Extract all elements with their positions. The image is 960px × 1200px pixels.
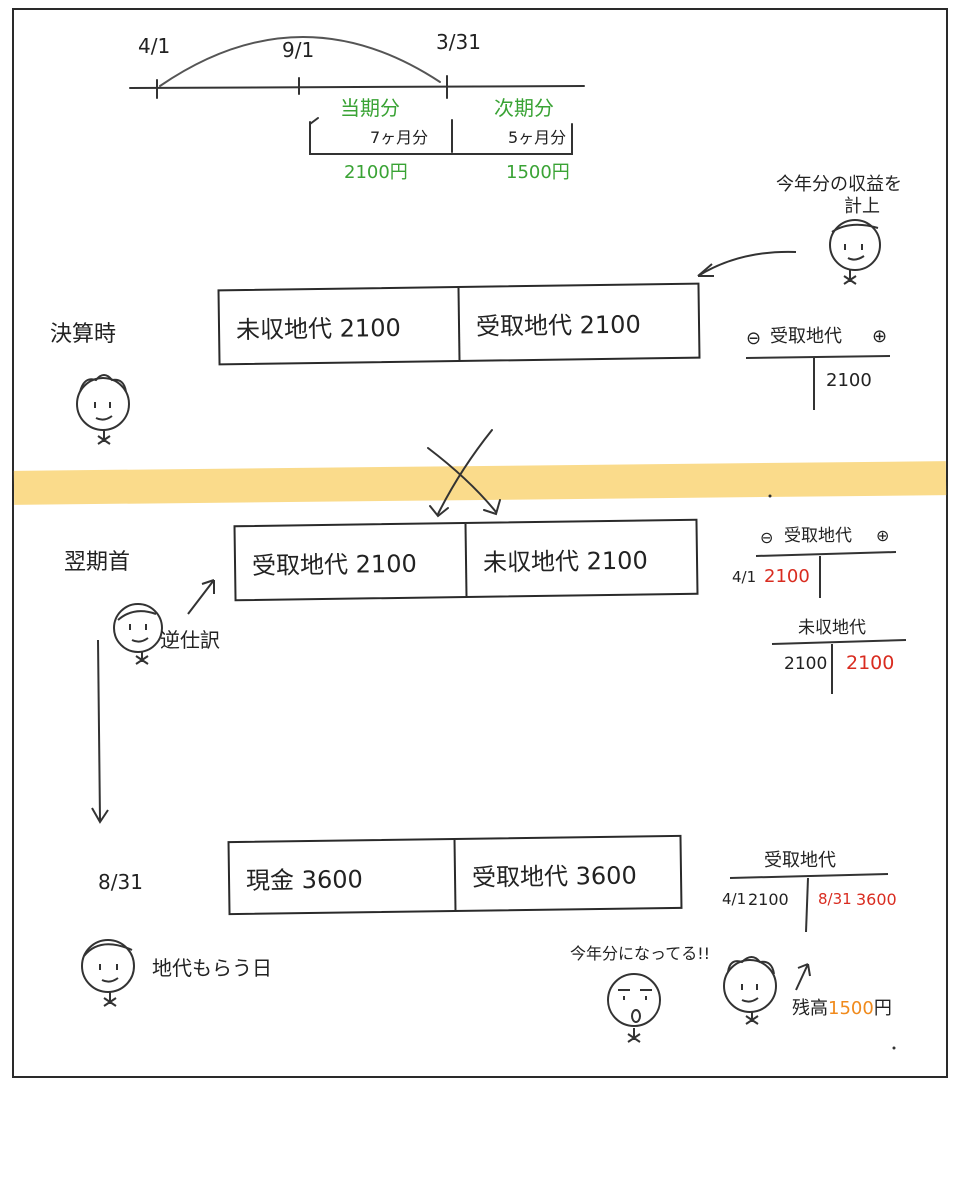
note-arrow: [697, 250, 797, 277]
next-amount: 1500円: [506, 162, 570, 183]
payment-taccount-debit: 2100: [748, 890, 789, 909]
opening-taccount1-minus: ⊖: [760, 528, 774, 547]
balance-label: 残高: [792, 998, 828, 1019]
closing-taccount-title: 受取地代: [770, 326, 842, 347]
opening-taccount1-title: 受取地代: [784, 526, 852, 546]
balance-arrow: [795, 963, 811, 991]
tick-label-end: 3/31: [436, 30, 481, 54]
closing-credit: 受取地代 2100: [457, 284, 699, 361]
next-period-label: 次期分: [494, 96, 554, 120]
payment-credit: 受取地代 3600: [453, 836, 681, 911]
diagram-frame: [12, 8, 948, 1078]
closing-taccount-plus: ⊕: [872, 326, 888, 347]
opening-taccount1-debit: 2100: [764, 566, 810, 587]
payment-taccount-lines: [729, 873, 889, 933]
closing-debit: 未収地代 2100: [235, 313, 401, 344]
closing-taccount-lines: [745, 355, 891, 410]
payment-note: 地代もらう日: [152, 956, 272, 980]
opening-debit: 受取地代 2100: [251, 549, 417, 580]
note-line2: 計上: [844, 196, 880, 217]
balance-unit: 円: [873, 998, 892, 1019]
time-down-arrow: [91, 639, 109, 824]
opening-label: 翌期首: [64, 550, 131, 575]
face-icon-payment: [81, 939, 135, 1007]
closing-journal-entry: 未収地代 2100 受取地代 2100: [217, 282, 701, 366]
current-amount: 2100円: [344, 162, 408, 183]
tick-label-mid: 9/1: [282, 38, 315, 62]
opening-taccount1-lines: [755, 551, 897, 598]
payment-taccount-debit-date: 4/1: [722, 890, 747, 908]
next-months: 5ヶ月分: [508, 128, 567, 147]
reversal-note: 逆仕訳: [160, 628, 220, 652]
balance-amount: 1500: [828, 998, 874, 1019]
opening-taccount2-title: 未収地代: [798, 618, 866, 638]
current-months: 7ヶ月分: [370, 128, 429, 147]
payment-journal-entry: 現金 3600 受取地代 3600: [227, 834, 683, 916]
opening-taccount1-plus: ⊕: [876, 526, 890, 545]
opening-journal-entry: 受取地代 2100 未収地代 2100: [233, 518, 699, 602]
reversal-arrow: [187, 579, 215, 615]
payment-taccount-credit: 3600: [856, 890, 897, 909]
balance-line: 残高1500円: [792, 1000, 892, 1018]
opening-credit: 未収地代 2100: [464, 520, 697, 597]
opening-taccount2-lines: [771, 639, 907, 694]
payment-taccount-credit-date: 8/31: [818, 890, 852, 908]
opening-taccount1-date: 4/1: [732, 568, 757, 586]
payment-debit: 現金 3600: [245, 864, 363, 895]
opening-taccount2-debit: 2100: [784, 654, 828, 674]
note-line1: 今年分の収益を: [776, 174, 902, 195]
payment-date: 8/31: [98, 870, 143, 894]
face-icon-closing: [76, 374, 130, 445]
exclaim-text: 今年分になってる!!: [570, 944, 711, 963]
current-period-label: 当期分: [340, 96, 400, 120]
tick-label-start: 4/1: [138, 34, 171, 58]
timeline-lines: [129, 36, 585, 155]
closing-label: 決算時: [50, 322, 117, 347]
reversal-cross-arrows: [427, 429, 501, 518]
closing-taccount-credit: 2100: [826, 370, 872, 391]
face-icon-note: [829, 219, 881, 285]
face-icon-balance: [723, 956, 777, 1025]
payment-taccount-title: 受取地代: [764, 850, 836, 871]
face-icon-surprised: [607, 973, 661, 1043]
face-icon-opening: [113, 603, 163, 665]
opening-taccount2-credit: 2100: [846, 652, 895, 674]
closing-taccount-minus: ⊖: [746, 328, 762, 349]
